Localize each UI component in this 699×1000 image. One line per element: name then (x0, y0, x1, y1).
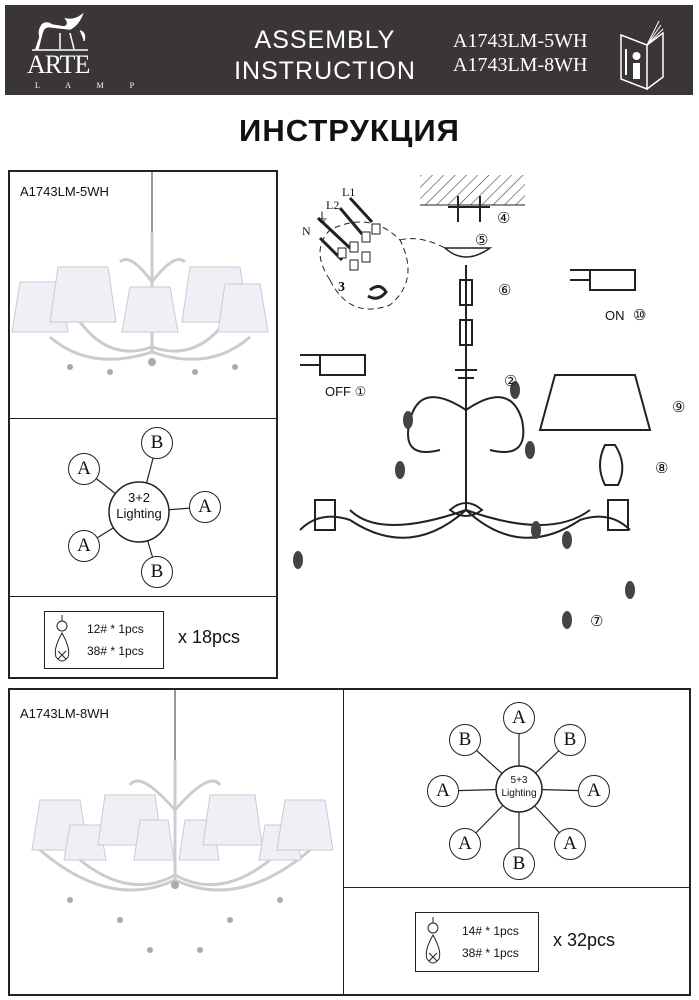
header-model-2: A1743LM-8WH (453, 54, 588, 76)
wire-n-label: N (302, 224, 311, 238)
model-label-5wh: A1743LM-5WH (20, 184, 109, 199)
winged-lion-logo-icon (32, 12, 88, 51)
info-manual-icon (620, 20, 664, 91)
position-b: B (141, 556, 173, 588)
step-7-label: ⑦ (590, 614, 604, 630)
position-a: A (68, 530, 100, 562)
wire-l1-label: L1 (342, 185, 356, 199)
page-title: ИНСТРУКЦИЯ (239, 113, 460, 148)
lighting-count-8wh: 5+3 (510, 775, 528, 786)
model-label-8wh: A1743LM-8WH (20, 706, 109, 721)
crystal-spec-line1: 12# * 1pcs (87, 622, 144, 636)
section-8wh: A1743LM-8WH 5+3 Lighting A B B A A (8, 688, 691, 996)
header-title-line1: ASSEMBLY (254, 26, 396, 54)
step-2-label: ② (504, 374, 518, 390)
wire-l2-label: L2 (326, 198, 340, 212)
position-b: B (141, 427, 173, 459)
header-banner: ARTE L A M P ASSEMBLY INSTRUCTION A1743L… (5, 5, 693, 95)
position-b: B (449, 724, 481, 756)
crystal-spec-5wh: 12# * 1pcs 38# * 1pcs (44, 611, 164, 669)
crystal-qty-5wh: x 18pcs (178, 627, 241, 647)
position-a: A (503, 702, 535, 734)
step-10-label: ⑩ (633, 308, 647, 324)
step-8-label: ⑧ (655, 461, 669, 477)
position-a: A (427, 775, 459, 807)
header-title-line2: INSTRUCTION (234, 57, 416, 85)
crystal-drop-icon (54, 615, 70, 662)
brand-sub: L A M P (35, 81, 149, 90)
crystal-qty-8wh: x 32pcs (553, 930, 616, 950)
crystal-spec-8wh: 14# * 1pcs 38# * 1pcs (415, 912, 539, 972)
switch-on-label: ON (605, 308, 625, 323)
step-4-label: ④ (497, 211, 511, 227)
position-a: A (449, 828, 481, 860)
chandelier-5wh-photo (11, 172, 269, 375)
ground-icon: ⏚ (315, 212, 329, 227)
step-5-label: ⑤ (475, 233, 489, 249)
divider (343, 690, 344, 994)
position-a: A (189, 491, 221, 523)
crystal-spec-line2: 38# * 1pcs (462, 946, 519, 960)
divider (343, 887, 689, 888)
step-6-label: ⑥ (498, 283, 512, 299)
position-b: B (554, 724, 586, 756)
crystal-spec-line1: 14# * 1pcs (462, 924, 519, 938)
assembly-diagram (293, 175, 652, 629)
brand-name: ARTE (27, 50, 90, 79)
step-3-label: 3 (338, 280, 345, 295)
position-a: A (68, 453, 100, 485)
crystal-drop-icon (425, 917, 441, 964)
position-b: B (503, 848, 535, 880)
lighting-count-5wh: 3+2 (127, 490, 151, 505)
position-a: A (578, 775, 610, 807)
lighting-label-8wh: Lighting (501, 788, 537, 799)
position-a: A (554, 828, 586, 860)
header-model-1: A1743LM-5WH (453, 30, 588, 52)
chandelier-8wh-photo (31, 690, 334, 953)
step-9-label: ⑨ (672, 400, 686, 416)
switch-off-label: OFF ① (325, 384, 367, 399)
divider (10, 596, 276, 597)
lighting-label-5wh: Lighting (116, 506, 162, 521)
section-5wh: A1743LM-5WH 3+2 Lighting A B A A B (8, 170, 278, 679)
crystal-spec-line2: 38# * 1pcs (87, 644, 144, 658)
divider (10, 418, 276, 419)
